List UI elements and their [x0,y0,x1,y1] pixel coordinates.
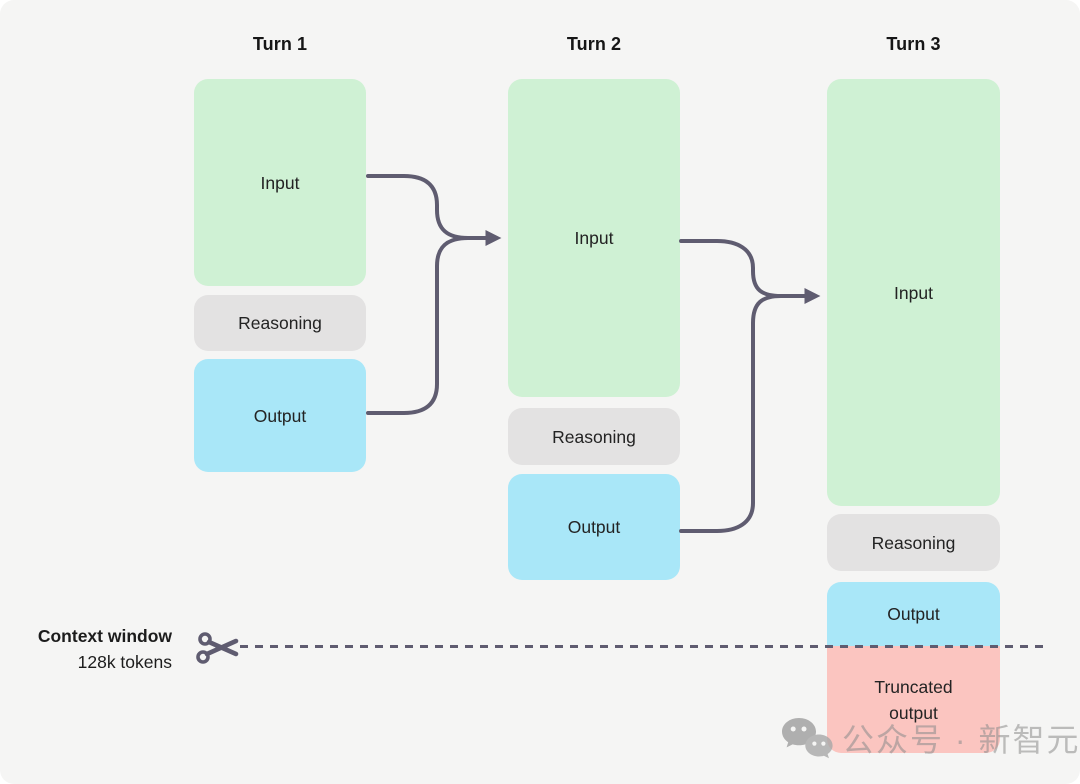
context-window-label: Context window 128k tokens [18,623,172,675]
turn-3-output-label: Output [887,604,940,624]
arrow-turn2-output-to-turn3 [679,294,783,533]
context-window-size: 128k tokens [77,652,172,672]
turn-1-output-box: Output [194,359,366,472]
turn-1-title: Turn 1 [252,34,308,54]
turn-2-reasoning-label: Reasoning [552,426,636,447]
watermark: 公众号 · 新智元 [781,717,1080,762]
turn-3-truncated-output-box: Truncated output [827,646,1000,753]
arrow-turn1-output-to-turn2 [366,236,470,415]
arrow-turn1-input-to-turn2 [366,174,502,246]
turn-1-input-label: Input [260,172,300,193]
turn-2-title: Turn 2 [566,34,622,54]
turn-3-truncated-output-label: Truncated output [874,676,953,723]
scissors-icon [196,632,239,664]
turn-3-reasoning-label: Reasoning [871,532,956,553]
turn-3-output-box: Output [827,582,1000,646]
context-cutoff-line [240,645,1046,648]
wechat-bubbles-icon [782,718,833,759]
turn-2-output-label: Output [567,517,621,537]
turn-3-input-box: Input [827,79,1000,506]
turn-2-input-box: Input [508,79,680,397]
arrow-turn2-input-to-turn3 [679,239,821,304]
context-window-title: Context window [37,626,172,646]
turn-1-reasoning-box: Reasoning [194,295,366,351]
turn-3-input-label: Input [894,282,933,303]
turn-2-output-box: Output [508,474,680,580]
turn-2-reasoning-box: Reasoning [508,408,680,465]
turn-3-title: Turn 3 [886,34,941,54]
turn-1-reasoning-label: Reasoning [238,313,322,333]
watermark-text: 公众号 · 新智元 [842,721,1080,758]
turn-1-input-box: Input [194,79,366,286]
turn-2-input-label: Input [574,228,614,248]
turn-1-output-label: Output [253,405,307,426]
turn-3-reasoning-box: Reasoning [827,514,1000,571]
